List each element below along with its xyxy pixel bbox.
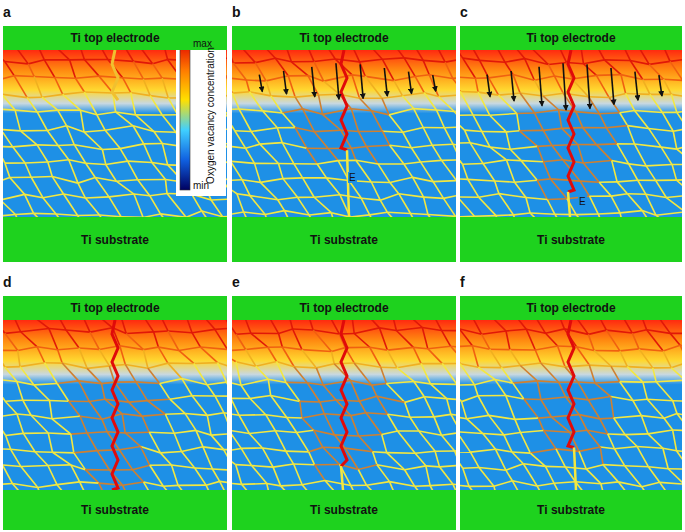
field-arrow [563, 63, 566, 110]
band-label: Ti substrate [310, 233, 378, 247]
grain-boundaries [3, 320, 227, 490]
band-label: Ti top electrode [299, 301, 388, 315]
field-arrow [384, 68, 387, 96]
grain-boundaries [232, 320, 456, 490]
field-arrow [487, 75, 490, 97]
grain-boundaries [232, 50, 456, 217]
grain-boundaries [460, 50, 682, 217]
oxide-layer [232, 320, 456, 490]
panel-illustration [0, 311, 255, 504]
colorbar [180, 40, 190, 190]
field-arrow [587, 64, 590, 108]
field-arrow [259, 75, 262, 92]
field-arrow [284, 71, 287, 94]
scale-label: min [193, 180, 209, 191]
filament [341, 50, 347, 150]
filament-gap [347, 150, 349, 217]
substrate-band: Ti substrate [460, 217, 682, 262]
band-label: Ti top electrode [70, 301, 159, 315]
scale-title: Oxygen vacancy concentration [205, 47, 216, 184]
filament-gap [574, 448, 576, 491]
panel-illustration [447, 41, 685, 234]
substrate-band: Ti substrate [232, 217, 456, 262]
band-label: Ti top electrode [299, 31, 388, 45]
oxide-layer [232, 50, 456, 217]
band-label: Ti top electrode [526, 301, 615, 315]
substrate-band: Ti substrate [460, 490, 682, 530]
panel-letter: b [232, 4, 241, 20]
electrode-band: Ti top electrode [460, 26, 682, 50]
band-label: Ti substrate [310, 503, 378, 517]
panel-letter: f [460, 274, 465, 290]
colorbar-ground [176, 36, 226, 196]
field-arrow [511, 71, 514, 101]
filament-gap [341, 466, 343, 490]
field-arrow [611, 68, 614, 104]
substrate-band: Ti substrate [232, 490, 456, 530]
field-label: E [348, 172, 357, 183]
oxide-layer [3, 320, 227, 490]
filament [341, 320, 347, 466]
substrate-band: Ti substrate [3, 490, 227, 530]
filament [112, 50, 118, 100]
oxide-layer [460, 320, 682, 490]
field-arrow [360, 64, 363, 98]
panel-letter: c [460, 4, 468, 20]
field-arrow [312, 67, 315, 97]
electrode-band: Ti top electrode [232, 296, 456, 320]
panel-illustration [218, 311, 487, 504]
band-label: Ti substrate [81, 503, 149, 517]
substrate-band: Ti substrate [3, 217, 227, 262]
field-arrow [336, 63, 339, 99]
filament [568, 320, 574, 448]
panel-letter: a [3, 4, 11, 20]
field-arrow [635, 72, 638, 101]
panel-letter: e [232, 274, 240, 290]
band-label: Ti substrate [537, 233, 605, 247]
grain-boundaries [460, 320, 682, 490]
field-arrow [433, 75, 436, 91]
electrode-band: Ti top electrode [232, 26, 456, 50]
panel-illustration [218, 41, 488, 235]
filament-gap [568, 192, 570, 217]
filament [568, 50, 574, 192]
band-label: Ti top electrode [526, 31, 615, 45]
band-label: Ti top electrode [70, 31, 159, 45]
panel-illustration [447, 311, 685, 504]
filament [112, 320, 118, 490]
electrode-band: Ti top electrode [3, 296, 227, 320]
oxide-layer [460, 50, 682, 217]
band-label: Ti substrate [81, 233, 149, 247]
field-arrow [409, 72, 412, 94]
electrode-band: Ti top electrode [460, 296, 682, 320]
band-label: Ti substrate [537, 503, 605, 517]
panel-letter: d [3, 274, 12, 290]
field-label: E [578, 196, 587, 207]
field-arrow [659, 75, 662, 96]
field-arrow [539, 67, 542, 106]
